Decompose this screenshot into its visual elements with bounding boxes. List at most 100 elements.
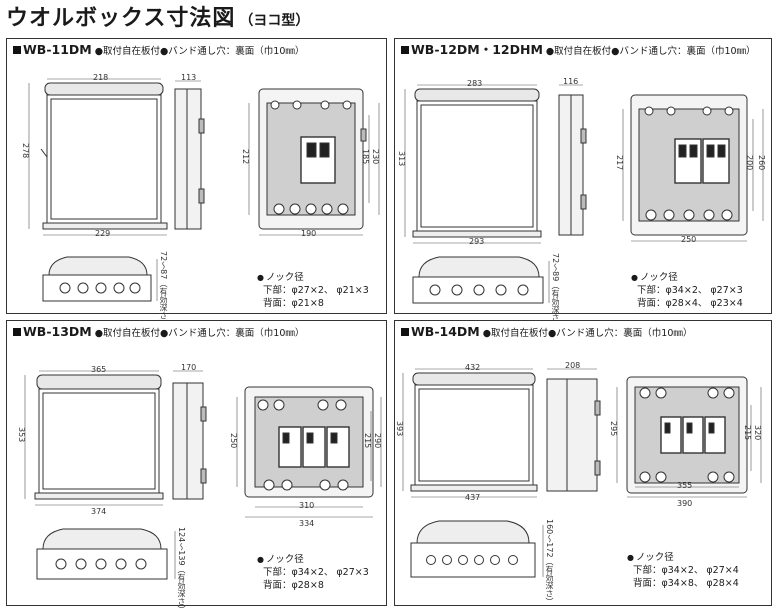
dim-inner-width: 190	[301, 229, 317, 238]
inner-view	[244, 386, 374, 498]
dim-bottom-value: 72〜89	[551, 253, 560, 282]
panel-wb-14dm: WB-14DM●取付自在板付●バンド通し穴：裏面（巾10㎜）	[394, 320, 772, 606]
dim-inner-height-b: 260	[757, 155, 766, 171]
dim-bottom-height: 160〜172（有効深さ）	[545, 519, 554, 606]
dim-front-width: 432	[465, 363, 481, 372]
panel-header: WB-11DM●取付自在板付●バンド通し穴：裏面（巾10㎜）	[13, 42, 304, 59]
dim-inner-width-2: 334	[299, 519, 315, 528]
dim-inner-width: 310	[299, 501, 315, 510]
panel-header: WB-14DM●取付自在板付●バンド通し穴：裏面（巾10㎜）	[401, 324, 692, 341]
dim-inner-width: 355	[677, 481, 693, 490]
knock-notes: ノック径 下部：φ34×2、 φ27×3 背面：φ28×8	[257, 553, 369, 592]
dim-front-height: 278	[21, 143, 30, 159]
inner-view	[258, 88, 367, 230]
knock-notes: ノック径 下部：φ34×2、 φ27×3 背面：φ28×4、 φ23×4	[631, 271, 743, 310]
dim-inner-height-a: 200	[745, 155, 754, 171]
dim-front-height: 393	[395, 421, 404, 437]
dim-side-width: 208	[565, 361, 581, 370]
dim-bottom-note: （有効深さ）	[551, 281, 560, 330]
dim-side-width: 113	[181, 73, 197, 82]
dim-front-base-width: 293	[469, 237, 485, 246]
bottom-view	[410, 520, 536, 578]
inner-view	[626, 376, 748, 494]
dim-inner-height-a: 185	[361, 149, 370, 165]
dim-front-base-width: 229	[95, 229, 111, 238]
bottom-view	[36, 528, 168, 580]
front-view	[410, 372, 538, 492]
knock-lower: 下部：φ34×2、 φ27×3	[263, 567, 369, 578]
panel-wb-13dm: WB-13DM●取付自在板付●バンド通し穴：裏面（巾10㎜）	[6, 320, 387, 614]
dim-inner-height-a: 215	[363, 433, 372, 449]
feature-text: ●取付自在板付●バンド通し穴：裏面（巾10㎜）	[545, 46, 756, 57]
dim-front-width: 365	[91, 365, 107, 374]
dim-bottom-value: 124〜139	[177, 527, 186, 566]
knock-lower: 下部：φ34×2、 φ27×4	[633, 565, 739, 576]
wb-12dm-drawing	[404, 84, 764, 304]
knock-back: 背面：φ28×4、 φ23×4	[637, 298, 743, 309]
side-view	[174, 88, 205, 230]
inner-view	[630, 94, 748, 236]
dim-bottom-value: 72〜87	[159, 251, 168, 280]
wb-14dm-drawing	[402, 368, 762, 578]
panel-header: WB-13DM●取付自在板付●バンド通し穴：裏面（巾10㎜）	[13, 324, 304, 341]
dim-inner-height-b: 320	[753, 425, 762, 441]
feature-text: ●取付自在板付●バンド通し穴：裏面（巾10㎜）	[94, 328, 305, 339]
model-name: WB-13DM	[23, 324, 92, 339]
side-view	[558, 94, 587, 236]
knock-notes: ノック径 下部：φ27×2、 φ21×3 背面：φ21×8	[257, 271, 369, 310]
dim-inner-height-b: 230	[371, 149, 380, 165]
panel-wb-12dm: WB-12DM・12DHM●取付自在板付●バンド通し穴：裏面（巾10㎜）	[394, 38, 772, 329]
front-view	[40, 82, 168, 230]
wb-11dm-drawing	[28, 78, 380, 302]
knock-heading: ノック径	[257, 553, 369, 566]
front-view	[412, 88, 542, 238]
dim-inner-height-left: 295	[609, 421, 618, 437]
dim-bottom-height: 124〜139（有効深さ）	[177, 527, 186, 614]
side-view	[546, 378, 601, 492]
knock-lower: 下部：φ34×2、 φ27×3	[637, 285, 743, 296]
dim-front-width: 283	[467, 79, 483, 88]
bottom-view	[412, 256, 544, 304]
feature-text: ●取付自在板付●バンド通し穴：裏面（巾10㎜）	[94, 46, 305, 57]
dim-bottom-note: （有効深さ）	[159, 279, 168, 328]
model-name: WB-12DM・12DHM	[411, 42, 543, 57]
dim-front-base-width: 437	[465, 493, 481, 502]
square-bullet-icon	[401, 328, 409, 336]
panel-wb-11dm: WB-11DM●取付自在板付●バンド通し穴：裏面（巾10㎜）	[6, 38, 387, 327]
knock-notes: ノック径 下部：φ34×2、 φ27×4 背面：φ34×8、 φ28×4	[627, 551, 739, 590]
dim-inner-height-b: 290	[373, 433, 382, 449]
dim-inner-height-left: 212	[241, 149, 250, 165]
page-title: ウオルボックス寸法図（ヨコ型）	[6, 4, 309, 34]
dim-side-width: 170	[181, 363, 197, 372]
dim-front-height: 353	[17, 427, 26, 443]
square-bullet-icon	[13, 46, 21, 54]
square-bullet-icon	[401, 46, 409, 54]
dim-side-width: 116	[563, 77, 579, 86]
dim-inner-width: 250	[681, 235, 697, 244]
knock-heading: ノック径	[631, 271, 743, 284]
dim-bottom-note: （有効深さ）	[177, 565, 186, 614]
dim-bottom-note: （有効深さ）	[545, 557, 554, 606]
dim-front-width: 218	[93, 73, 109, 82]
knock-heading: ノック径	[257, 271, 369, 284]
dim-bottom-height: 72〜89（有効深さ）	[551, 253, 560, 329]
model-name: WB-14DM	[411, 324, 480, 339]
feature-text: ●取付自在板付●バンド通し穴：裏面（巾10㎜）	[482, 328, 693, 339]
knock-heading: ノック径	[627, 551, 739, 564]
dim-bottom-value: 160〜172	[545, 519, 554, 558]
model-name: WB-11DM	[23, 42, 92, 57]
dim-inner-width-2: 390	[677, 499, 693, 508]
dim-bottom-height: 72〜87（有効深さ）	[159, 251, 168, 327]
page-title-sub: （ヨコ型）	[239, 13, 310, 29]
knock-back: 背面：φ21×8	[263, 298, 324, 309]
dim-inner-height-left: 217	[615, 155, 624, 171]
bottom-view	[42, 256, 152, 302]
dim-front-height: 313	[397, 151, 406, 167]
dim-inner-height-left: 250	[229, 433, 238, 449]
dim-inner-height-a: 215	[743, 425, 752, 441]
front-view	[34, 374, 164, 500]
wb-13dm-drawing	[24, 370, 382, 580]
dim-front-base-width: 374	[91, 507, 107, 516]
side-view	[172, 382, 207, 500]
page-title-main: ウオルボックス寸法図	[6, 6, 236, 31]
